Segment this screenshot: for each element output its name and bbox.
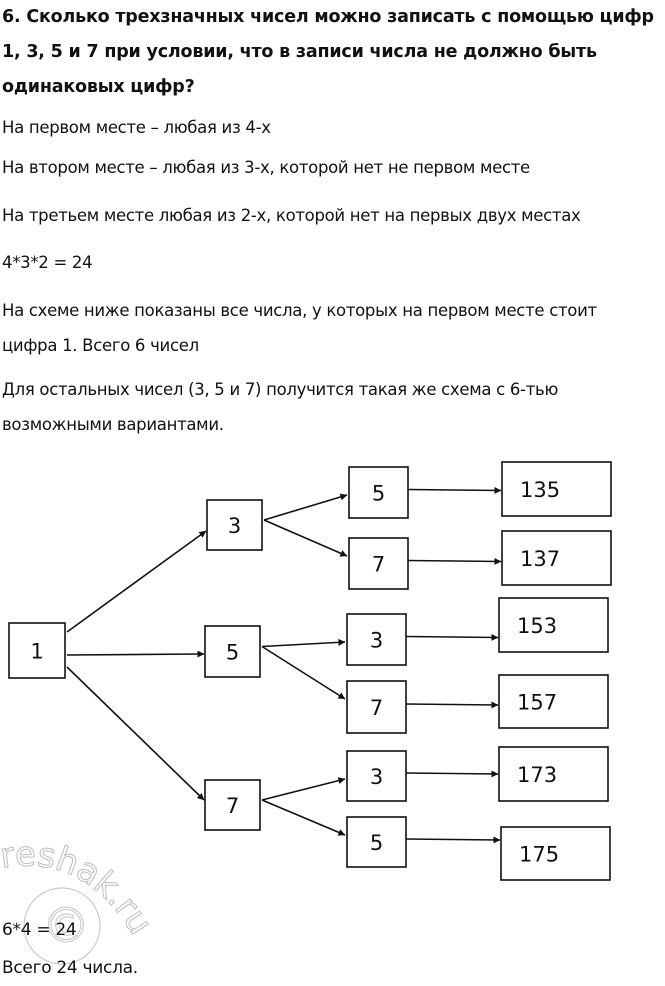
watermark: © reshak.ru — [0, 834, 161, 965]
edge-third-to-result — [407, 486, 502, 494]
copyright-circle-icon — [23, 887, 101, 965]
scheme-note: На схеме ниже показаны все числа, у кото… — [2, 293, 597, 363]
result-number-node: 175 — [500, 826, 611, 881]
third-digit-node-frame — [346, 613, 407, 666]
result-number-node-frame — [498, 674, 609, 729]
edge-third-to-result — [405, 770, 499, 778]
others-note-line: возможными вариантами. — [2, 415, 224, 434]
third-digit-node: 7 — [346, 680, 407, 734]
second-digit-node: 3 — [206, 499, 263, 551]
result-number-node-frame — [501, 530, 612, 586]
edge-second-to-third — [261, 799, 346, 836]
edge-second-to-third — [261, 777, 346, 801]
second-digit-node-frame — [204, 625, 261, 678]
title-line: 6. Сколько трехзначных чисел можно запис… — [2, 7, 654, 27]
edge-root-to-second — [66, 666, 205, 801]
third-digit-node-label: 7 — [370, 696, 383, 720]
third-digit-node: 5 — [348, 466, 409, 519]
step-first-place: На первом месте – любая из 4-х — [2, 118, 271, 137]
problem-title: 6. Сколько трехзначных чисел можно запис… — [2, 0, 665, 105]
result-number-node-frame — [498, 597, 609, 653]
result-number-node: 173 — [498, 746, 609, 802]
product-formula: 4*3*2 = 24 — [2, 253, 93, 272]
result-number-node-frame — [501, 461, 612, 517]
result-number-node-label: 157 — [517, 691, 557, 715]
result-number-node: 157 — [498, 674, 609, 729]
result-number-node-frame — [500, 826, 611, 881]
title-line: одинаковых цифр? — [2, 77, 195, 97]
third-digit-node-frame — [346, 816, 407, 868]
edge-second-to-third — [261, 645, 346, 700]
second-digit-node-frame — [204, 779, 261, 831]
third-digit-node-label: 3 — [370, 629, 383, 653]
copyright-icon: © — [42, 898, 90, 954]
third-digit-node-label: 5 — [370, 831, 383, 855]
second-digit-node-label: 5 — [226, 641, 239, 665]
result-number-node-label: 173 — [517, 763, 557, 787]
result-number-node-label: 175 — [519, 843, 559, 867]
third-digit-node-label: 5 — [372, 482, 385, 506]
final-answer: Всего 24 числа. — [2, 958, 138, 978]
edge-third-to-result — [405, 701, 499, 709]
third-digit-node-label: 7 — [372, 553, 385, 577]
edge-second-to-third — [263, 493, 348, 521]
third-digit-node: 3 — [346, 613, 407, 666]
final-formula: 6*4 = 24 — [2, 920, 77, 940]
step-third-place: На третьем месте любая из 2-х, которой н… — [2, 206, 581, 225]
result-number-node-frame — [498, 746, 609, 802]
title-line: 1, 3, 5 и 7 при условии, что в записи чи… — [2, 42, 597, 62]
step-second-place: На втором месте – любая из 3-х, которой … — [2, 158, 530, 177]
result-number-node: 137 — [501, 530, 612, 586]
edge-third-to-result — [405, 633, 499, 641]
root-node-label: 1 — [30, 640, 43, 664]
result-number-node: 153 — [498, 597, 609, 653]
edge-third-to-result — [405, 836, 501, 844]
others-note: Для остальных чисел (3, 5 и 7) получится… — [2, 372, 558, 442]
third-digit-node: 7 — [348, 537, 409, 590]
edge-root-to-second — [66, 650, 205, 658]
third-digit-node: 3 — [346, 750, 407, 802]
root-node-frame — [8, 622, 66, 679]
edge-third-to-result — [407, 557, 502, 565]
second-digit-node-label: 7 — [226, 794, 239, 818]
third-digit-node-frame — [348, 466, 409, 519]
others-note-line: Для остальных чисел (3, 5 и 7) получится… — [2, 380, 559, 399]
third-digit-node-label: 3 — [370, 765, 383, 789]
result-number-node-label: 137 — [520, 547, 560, 571]
second-digit-node-frame — [206, 499, 263, 551]
second-digit-node: 5 — [204, 625, 261, 678]
edge-root-to-second — [66, 530, 207, 633]
third-digit-node-frame — [348, 537, 409, 590]
result-number-node: 135 — [501, 461, 612, 517]
scheme-note-line: На схеме ниже показаны все числа, у кото… — [2, 301, 597, 320]
second-digit-node-label: 3 — [228, 514, 241, 538]
third-digit-node: 5 — [346, 816, 407, 868]
root-node: 1 — [8, 622, 66, 679]
edge-second-to-third — [263, 519, 348, 557]
edge-second-to-third — [261, 638, 346, 648]
result-number-node-label: 153 — [517, 614, 557, 638]
scheme-note-line: цифра 1. Всего 6 чисел — [2, 336, 199, 355]
third-digit-node-frame — [346, 680, 407, 734]
result-number-node-label: 135 — [520, 478, 560, 502]
third-digit-node-frame — [346, 750, 407, 802]
second-digit-node: 7 — [204, 779, 261, 831]
